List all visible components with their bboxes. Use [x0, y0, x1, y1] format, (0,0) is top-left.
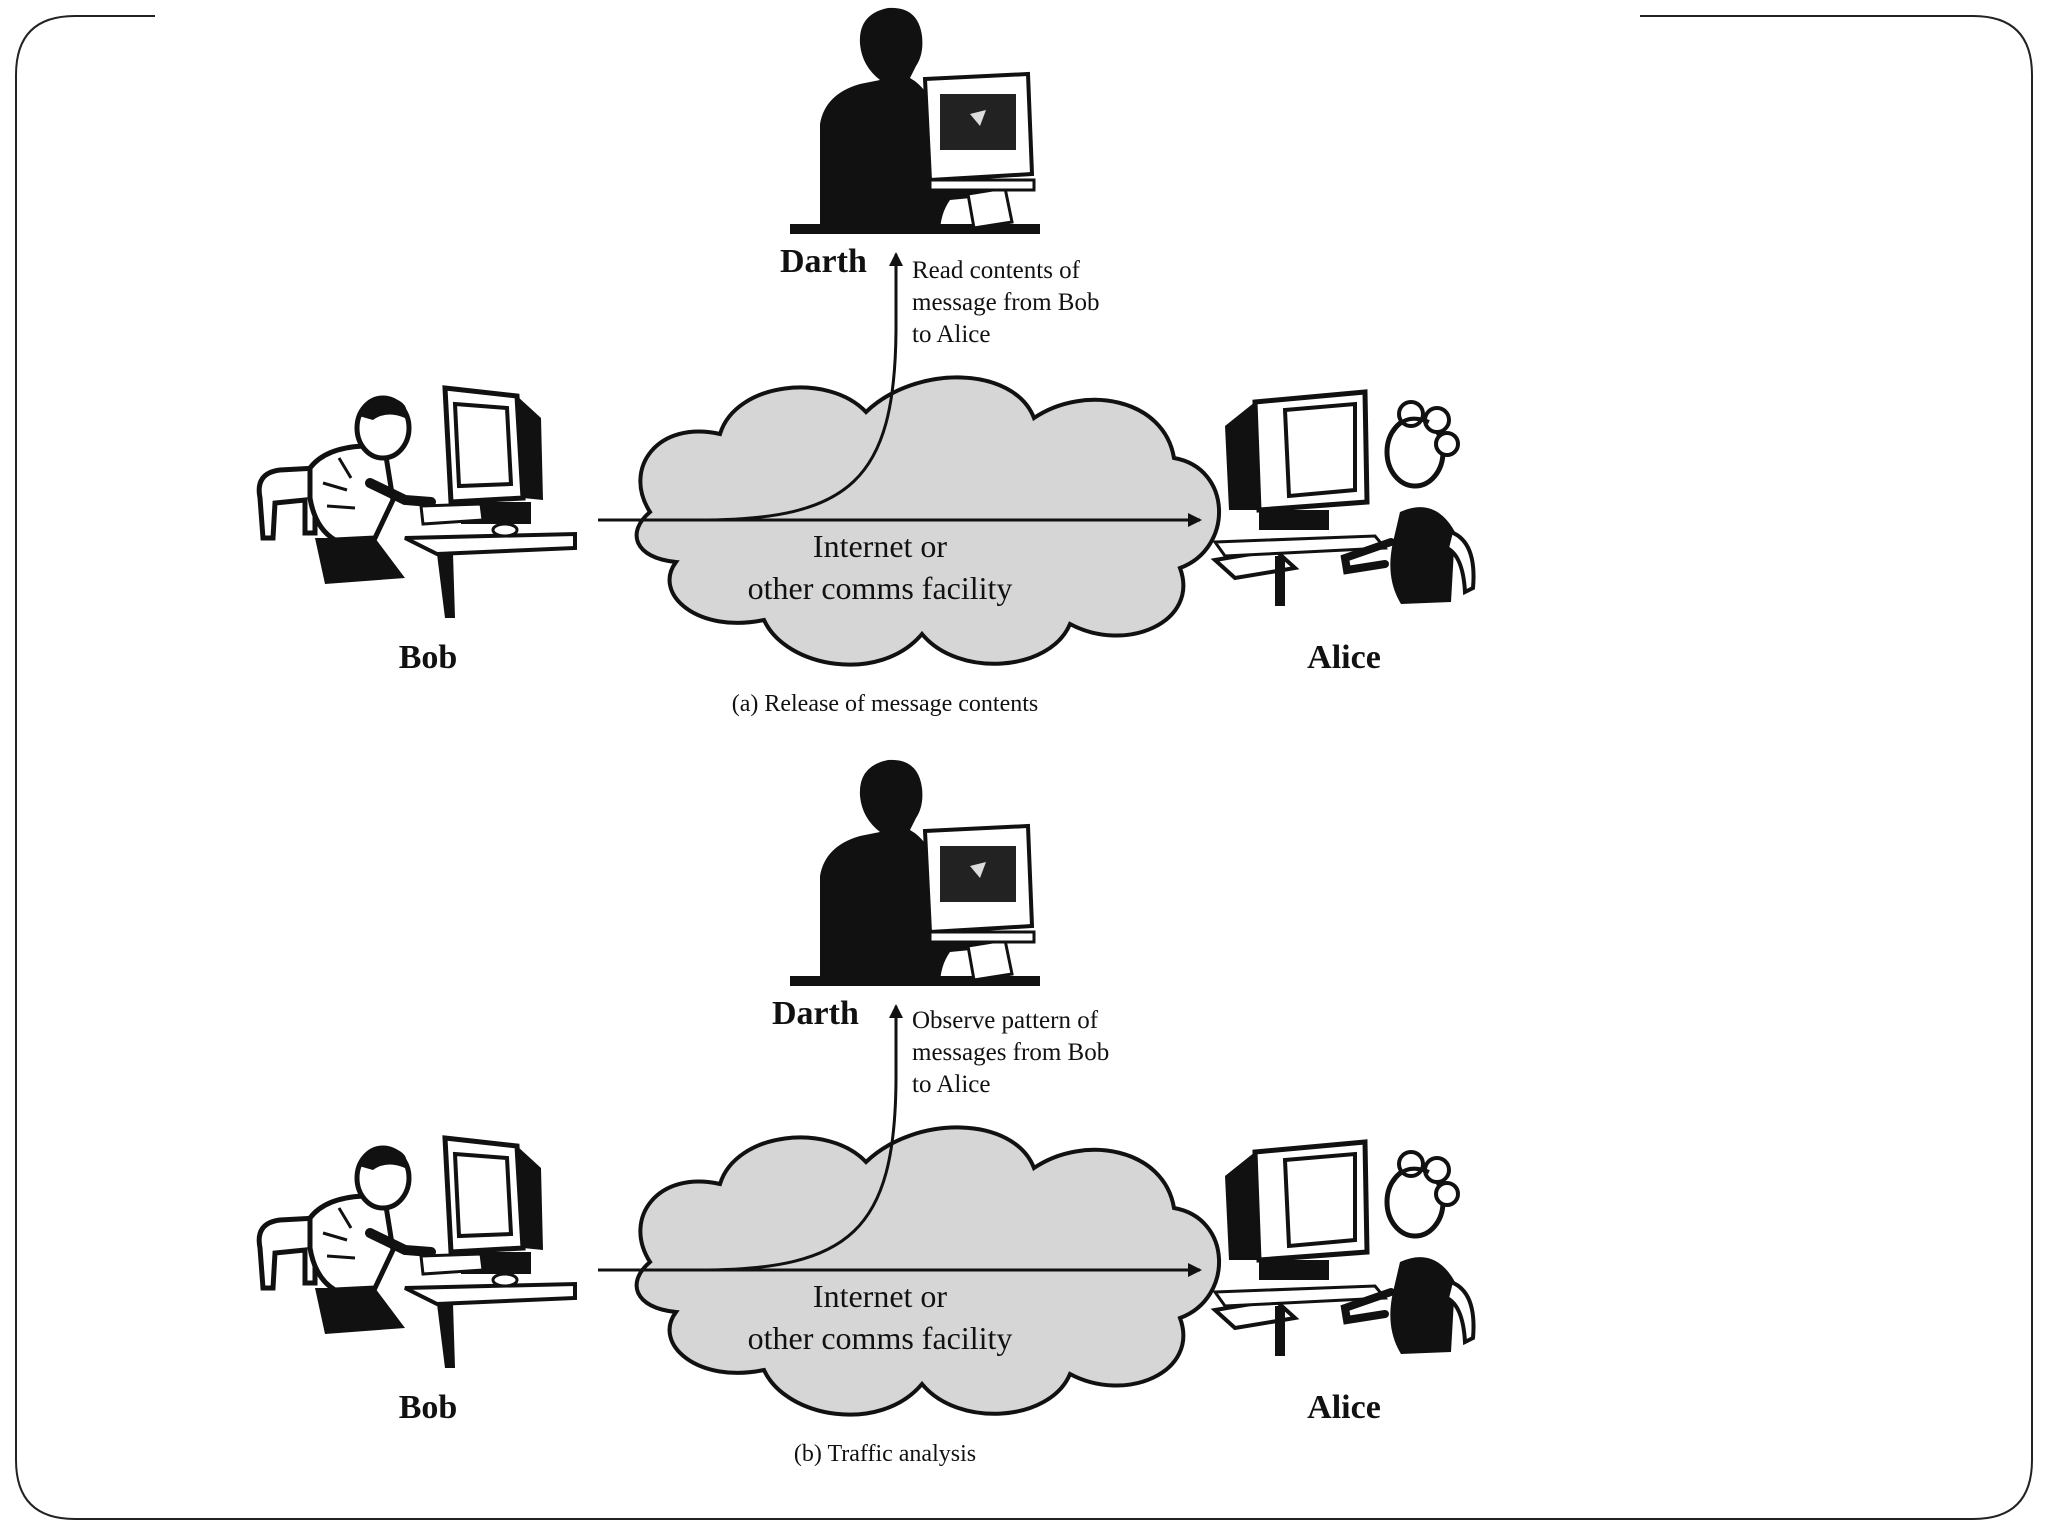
cloud-label-line-2: other comms facility — [748, 570, 1013, 606]
slide-frame — [15, 15, 2033, 1520]
annotation-line-1: Observe pattern of — [912, 1007, 1099, 1034]
receiver-label: Alice — [1307, 1389, 1381, 1426]
cloud-label-line-1: Internet or — [813, 528, 948, 564]
panel-b: Darth Observe pattern of messages from B… — [259, 757, 1474, 1467]
panel-caption: (a) Release of message contents — [732, 691, 1039, 717]
annotation-line-1: Read contents of — [912, 257, 1081, 284]
alice-figure-icon — [1215, 1142, 1474, 1356]
cloud-label-line-1: Internet or — [813, 1278, 948, 1314]
annotation-line-2: messages from Bob — [912, 1039, 1109, 1066]
bob-figure-icon — [259, 1138, 575, 1368]
traffic-observe-arrow — [699, 1004, 903, 1272]
darth-figure-icon — [788, 757, 1042, 988]
panel-caption: (b) Traffic analysis — [794, 1441, 976, 1467]
eavesdrop-arrow — [699, 252, 903, 522]
alice-figure-icon — [1215, 392, 1474, 606]
attacker-label: Darth — [772, 995, 859, 1032]
sender-label: Bob — [399, 639, 458, 676]
sender-label: Bob — [399, 1389, 458, 1426]
cloud-label-line-2: other comms facility — [748, 1320, 1013, 1356]
darth-figure-icon — [788, 5, 1042, 236]
receiver-label: Alice — [1307, 639, 1381, 676]
attacker-label: Darth — [780, 243, 867, 280]
bob-figure-icon — [259, 388, 575, 618]
annotation-line-2: message from Bob — [912, 289, 1099, 316]
annotation-line-3: to Alice — [912, 321, 990, 348]
annotation-line-3: to Alice — [912, 1071, 990, 1098]
panel-a: Darth Read contents of message from Bob … — [259, 5, 1474, 717]
